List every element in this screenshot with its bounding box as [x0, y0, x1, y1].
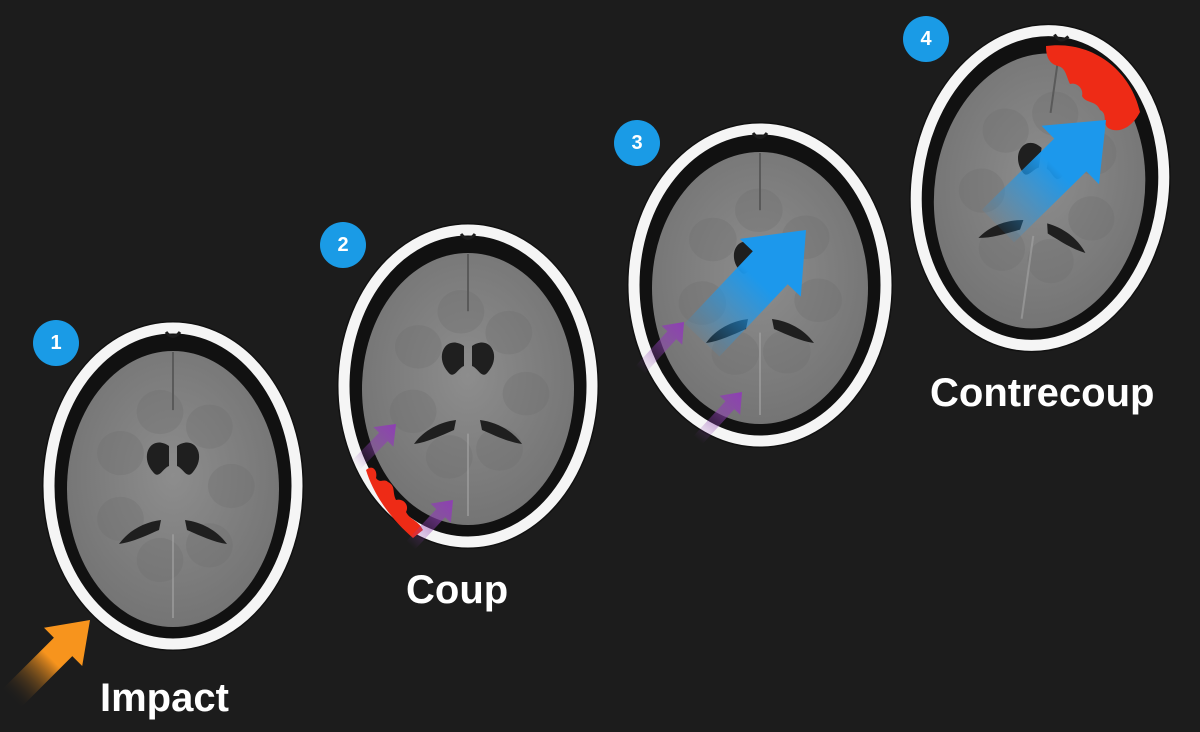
contrecoup-label: Contrecoup [930, 373, 1154, 413]
coup-label: Coup [406, 570, 508, 610]
step-badge-2: 2 [320, 222, 366, 268]
brain-ct-scan-icon [42, 321, 304, 651]
step-badge-3: 3 [614, 120, 660, 166]
step-badge-1: 1 [33, 320, 79, 366]
impact-label: Impact [100, 678, 229, 718]
brain-ct-scan-icon [337, 223, 599, 549]
impact-arrow-icon [3, 620, 90, 707]
step-badge-4: 4 [903, 16, 949, 62]
